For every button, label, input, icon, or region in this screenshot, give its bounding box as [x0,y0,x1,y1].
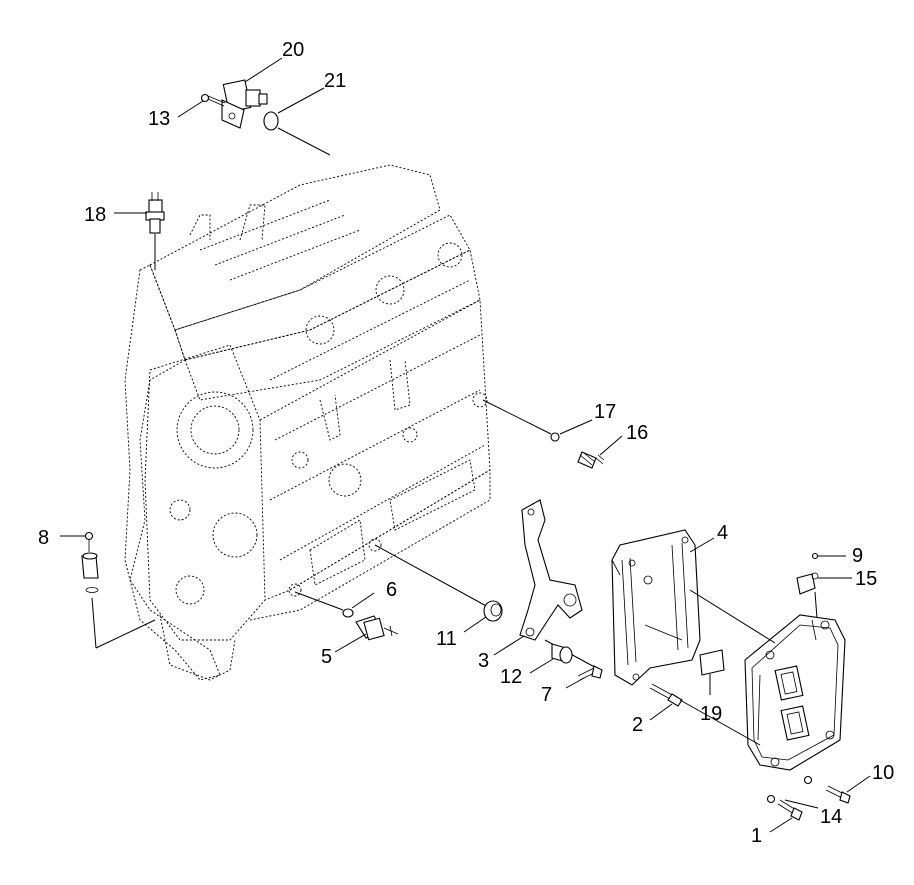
part-14-washer [803,775,813,785]
callout-3: 3 [478,650,489,672]
callout-7: 7 [541,684,552,706]
part-18-sender [145,192,165,270]
callout-9: 9 [852,545,863,567]
part-15-connector [796,572,819,595]
callout-17: 17 [594,401,616,423]
callout-20: 20 [282,39,304,61]
part-17-plug [550,432,560,442]
part-8-bolt-bushing [81,531,156,649]
callout-2: 2 [632,714,643,736]
callout-5: 5 [321,646,332,668]
part-2-bolt [649,683,683,707]
part-5-sensor [355,615,399,641]
part-11-grommet [483,600,503,622]
callout-8: 8 [38,527,49,549]
callout-16: 16 [626,422,648,444]
part-16-sensor [577,451,605,469]
part-14-washer-b [766,794,776,804]
engine-block [124,164,491,681]
callout-10: 10 [872,762,894,784]
callout-21: 21 [324,70,346,92]
part-7-bolt [577,665,603,681]
callout-15: 15 [855,568,877,590]
callout-18: 18 [84,204,106,226]
callout-leaders [60,57,871,833]
part-3-bracket [519,499,583,641]
part-21-o-ring [263,111,279,131]
part-12-spacer [551,643,573,664]
callout-19: 19 [700,703,722,725]
part-19-label [699,649,725,676]
part-6-o-ring [342,608,354,618]
part-4-plate [611,529,701,686]
part-9-screw [811,552,819,560]
part-13-bolt [200,93,226,107]
part-10-bolt [825,785,851,804]
part-20-sensor [221,79,268,129]
callout-13: 13 [148,108,170,130]
callout-1: 1 [751,825,762,847]
callout-12: 12 [500,666,522,688]
callout-4: 4 [717,522,728,544]
ecu-controller [744,614,846,771]
part-1-bolt [777,799,803,821]
callout-11: 11 [436,628,457,650]
callout-6: 6 [386,579,397,601]
callout-14: 14 [820,806,842,828]
